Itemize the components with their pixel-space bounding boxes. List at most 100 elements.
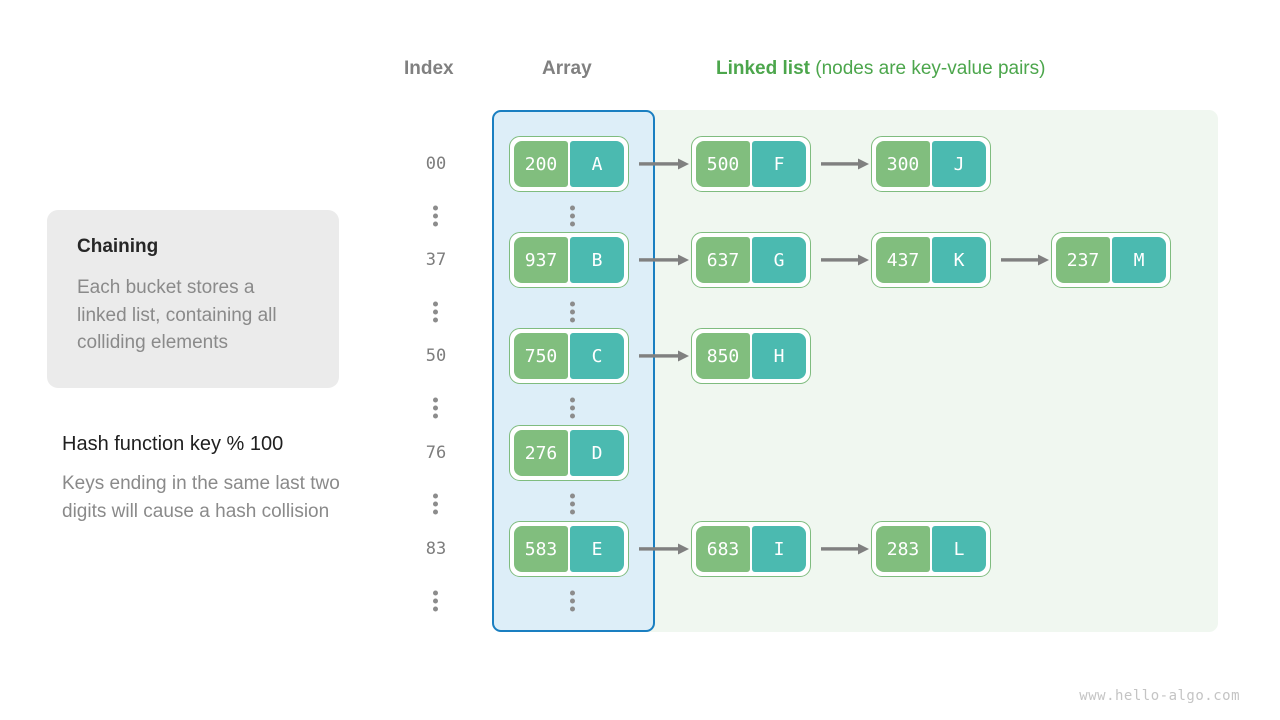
- node-value: L: [932, 526, 986, 572]
- ellipsis-dot: [570, 590, 575, 596]
- ellipsis-dot: [570, 221, 575, 227]
- watermark-url: www.hello-algo.com: [1079, 688, 1240, 704]
- bucket-index-label: 50: [425, 346, 447, 366]
- hash-function-title: Hash function key % 100: [62, 433, 284, 455]
- ellipsis-row: [0, 388, 1280, 428]
- node-value: K: [932, 237, 986, 283]
- ellipsis-dot: [570, 413, 575, 419]
- index-ellipsis-icon: [433, 205, 438, 227]
- node-value: F: [752, 141, 806, 187]
- ellipsis-dot: [570, 397, 575, 403]
- node-key: 750: [514, 333, 568, 379]
- array-ellipsis-icon: [570, 205, 575, 227]
- ellipsis-dot: [433, 598, 438, 604]
- ellipsis-row: [0, 581, 1280, 621]
- node-value: C: [570, 333, 624, 379]
- ellipsis-dot: [433, 405, 438, 411]
- ellipsis-row: [0, 292, 1280, 332]
- bucket-index-label: 37: [425, 250, 447, 270]
- linked-list-arrow-icon: [639, 158, 689, 170]
- ellipsis-dot: [570, 598, 575, 604]
- hash-function-body: Keys ending in the same last two digits …: [62, 473, 340, 522]
- ellipsis-dot: [433, 301, 438, 307]
- bucket-index-label: 00: [425, 154, 447, 174]
- column-header-index: Index: [404, 58, 454, 79]
- ellipsis-dot: [433, 501, 438, 507]
- node-key: 583: [514, 526, 568, 572]
- node-key: 200: [514, 141, 568, 187]
- linked-list-arrow-icon: [1001, 254, 1049, 266]
- ellipsis-dot: [433, 606, 438, 612]
- node-key: 437: [876, 237, 930, 283]
- index-ellipsis-icon: [433, 590, 438, 612]
- bucket-index-label: 76: [425, 443, 447, 463]
- ellipsis-row: [0, 196, 1280, 236]
- node-value: M: [1112, 237, 1166, 283]
- linked-list-arrow-icon: [639, 350, 689, 362]
- node-key: 237: [1056, 237, 1110, 283]
- node-key: 637: [696, 237, 750, 283]
- node-key: 500: [696, 141, 750, 187]
- ellipsis-dot: [570, 317, 575, 323]
- ellipsis-dot: [433, 317, 438, 323]
- node-key: 276: [514, 430, 568, 476]
- hash-function-note: Hash function key % 100 Keys ending in t…: [62, 433, 362, 525]
- ellipsis-dot: [433, 221, 438, 227]
- ellipsis-dot: [570, 213, 575, 219]
- node-key: 850: [696, 333, 750, 379]
- linked-list-arrow-icon: [639, 254, 689, 266]
- node-value: G: [752, 237, 806, 283]
- node-value: B: [570, 237, 624, 283]
- column-header-array: Array: [542, 58, 592, 79]
- ellipsis-dot: [433, 590, 438, 596]
- column-header-linked-list: Linked list (nodes are key-value pairs): [716, 58, 1045, 80]
- linked-list-label: Linked list: [716, 58, 810, 79]
- chaining-info-card: Chaining Each bucket stores a linked lis…: [47, 210, 339, 388]
- ellipsis-dot: [570, 501, 575, 507]
- linked-list-arrow-icon: [821, 543, 869, 555]
- index-ellipsis-icon: [433, 301, 438, 323]
- node-value: I: [752, 526, 806, 572]
- ellipsis-dot: [433, 397, 438, 403]
- ellipsis-dot: [433, 205, 438, 211]
- node-value: A: [570, 141, 624, 187]
- chaining-card-title: Chaining: [77, 236, 159, 257]
- node-key: 937: [514, 237, 568, 283]
- ellipsis-dot: [433, 493, 438, 499]
- node-key: 683: [696, 526, 750, 572]
- node-value: J: [932, 141, 986, 187]
- array-ellipsis-icon: [570, 590, 575, 612]
- node-value: D: [570, 430, 624, 476]
- linked-list-arrow-icon: [821, 254, 869, 266]
- array-ellipsis-icon: [570, 301, 575, 323]
- ellipsis-dot: [570, 405, 575, 411]
- linked-list-arrow-icon: [639, 543, 689, 555]
- ellipsis-dot: [570, 509, 575, 515]
- index-ellipsis-icon: [433, 397, 438, 419]
- node-key: 300: [876, 141, 930, 187]
- ellipsis-dot: [433, 413, 438, 419]
- ellipsis-dot: [570, 309, 575, 315]
- ellipsis-dot: [433, 309, 438, 315]
- ellipsis-dot: [570, 606, 575, 612]
- index-ellipsis-icon: [433, 493, 438, 515]
- array-ellipsis-icon: [570, 493, 575, 515]
- node-value: E: [570, 526, 624, 572]
- ellipsis-row: [0, 484, 1280, 524]
